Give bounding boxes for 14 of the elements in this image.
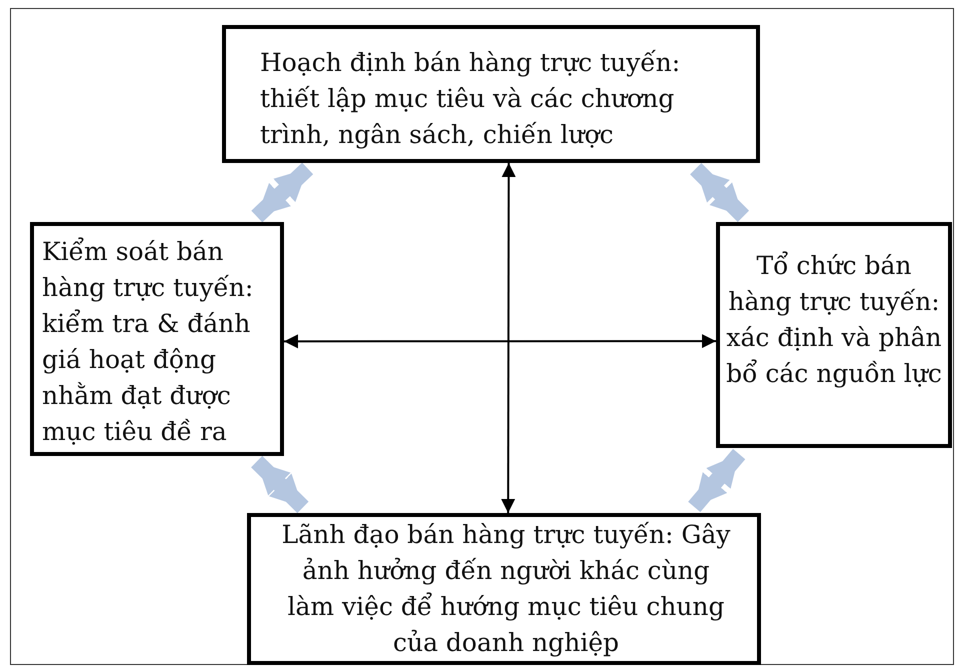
text-box: [247, 513, 761, 665]
block-arrow: [251, 162, 314, 222]
box-text: Tổ chức bán hàng trực tuyến: xác định và phân bổ các nguồn lực: [726, 250, 942, 390]
text-box: [30, 222, 284, 456]
arrow: [284, 334, 716, 348]
text-box: [716, 222, 952, 448]
box-text: Kiểm soát bán hàng trực tuyến: kiểm tra & đánh giá hoạt động nhằm đạt được mục tiêu đề ra: [42, 236, 254, 448]
block-arrow: [690, 163, 750, 222]
block-arrow: [251, 456, 309, 514]
text-box: [222, 25, 760, 163]
block-arrow: [688, 448, 746, 512]
box-text: Lãnh đạo bán hàng trực tuyến: Gây ảnh hưởng đến người khác cùng làm việc để hướng mục tiêu chung của doanh nghiệp: [281, 519, 731, 659]
box-text: Hoạch định bán hàng trực tuyến: thiết lập mục tiêu và các chương trình, ngân sách, chiến lược: [260, 47, 682, 151]
arrow: [501, 163, 516, 513]
